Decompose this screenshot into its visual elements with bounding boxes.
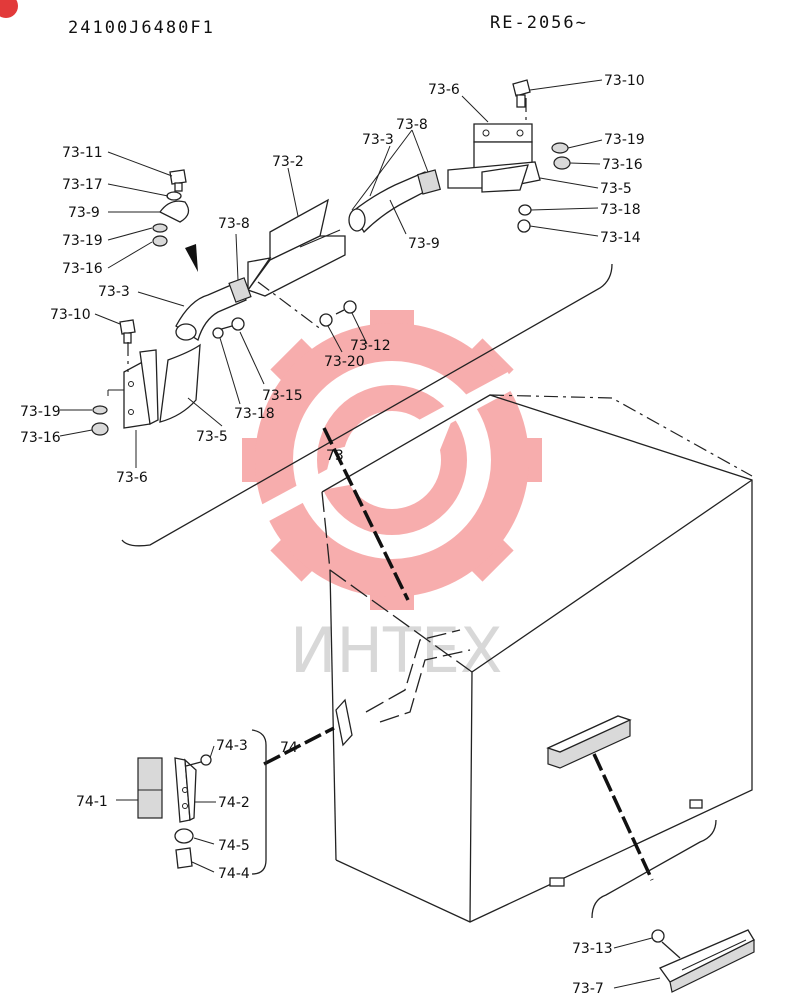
part-74-3-screw [185, 754, 212, 767]
watermark-gear-logo [242, 310, 542, 610]
label-73-16-right: 73-16 [602, 157, 643, 173]
label-73-9-right: 73-9 [408, 236, 440, 252]
label-73-8-mid: 73-8 [218, 216, 250, 232]
part-73-17-washer [166, 191, 182, 201]
label-73-14: 73-14 [600, 230, 641, 246]
bracket-73-7 [591, 819, 717, 919]
label-73-7: 73-7 [572, 981, 604, 997]
label-73-19-bl: 73-19 [20, 404, 61, 420]
label-74-4: 74-4 [218, 866, 250, 882]
part-73-7-handle [659, 929, 755, 993]
corner-logo-icon [0, 0, 18, 18]
label-73-8-top: 73-8 [396, 117, 428, 133]
part-74-4-bolt [175, 847, 193, 869]
label-73-3-left: 73-3 [98, 284, 130, 300]
leader-74 [263, 726, 335, 766]
part-number: 24100J6480F1 [68, 18, 215, 38]
label-73-15: 73-15 [262, 388, 303, 404]
leader-lines [59, 79, 661, 989]
label-73-2: 73-2 [272, 154, 304, 170]
leader-73-7 [592, 753, 654, 881]
label-73-19-right: 73-19 [604, 132, 645, 148]
part-73-16-nut-right [553, 156, 571, 170]
label-73-20: 73-20 [324, 354, 365, 370]
part-73-3-hose-left [175, 244, 252, 342]
leader-73 [322, 427, 410, 601]
part-74-5-washer [174, 828, 194, 844]
part-73-3-hose-upper [348, 169, 442, 234]
part-73-12-screw [335, 300, 357, 315]
part-73-18-washer-left [212, 327, 224, 339]
label-73-3-top: 73-3 [362, 132, 394, 148]
part-73-15-screw [217, 317, 245, 331]
label-73-11: 73-11 [62, 145, 103, 161]
label-74-3: 74-3 [216, 738, 248, 754]
label-73-16-left: 73-16 [62, 261, 103, 277]
label-73-12: 73-12 [350, 338, 391, 354]
label-73-6-bl: 73-6 [116, 470, 148, 486]
label-73-9-left: 73-9 [68, 205, 100, 221]
part-73-20-washer [319, 313, 333, 327]
label-73-18-right: 73-18 [600, 202, 641, 218]
label-73-13: 73-13 [572, 941, 613, 957]
label-73-16-bl: 73-16 [20, 430, 61, 446]
part-73-19-washer-left [152, 223, 168, 233]
cabinet-body [321, 394, 753, 923]
part-73-16-nut-left [152, 235, 168, 247]
part-73-9-clamp-left [159, 200, 190, 223]
label-74: 74 [280, 740, 298, 756]
part-73-14-screw [517, 219, 531, 233]
label-74-1: 74-1 [76, 794, 108, 810]
part-74-2-bracket [174, 757, 197, 823]
part-73-5-guard-left [159, 343, 201, 423]
part-73-10-bolt-top [512, 79, 531, 108]
assembly-axis [257, 281, 323, 331]
part-73-18-washer-right [518, 204, 532, 216]
label-74-2: 74-2 [218, 795, 250, 811]
label-73-6-top: 73-6 [428, 82, 460, 98]
part-73-6-bracket-upper [447, 123, 541, 193]
bracket-74 [251, 729, 267, 875]
watermark-text: ИНТЕХ [290, 614, 503, 687]
part-73-19-washer-right [551, 142, 569, 154]
label-73-10-left: 73-10 [50, 307, 91, 323]
part-73-16-nut-bl [91, 422, 109, 436]
part-73-13-screw [651, 929, 681, 959]
label-73-19-left: 73-19 [62, 233, 103, 249]
label-73-5-right: 73-5 [600, 181, 632, 197]
part-73-19-washer-bl [92, 405, 108, 415]
label-73: 73 [326, 448, 344, 464]
label-73-18-left: 73-18 [234, 406, 275, 422]
part-73-2-chute [246, 198, 346, 297]
part-73-6-bracket-left [123, 349, 159, 429]
assembly-boundary [121, 263, 613, 547]
label-74-5: 74-5 [218, 838, 250, 854]
part-73-11-bolt [169, 169, 187, 192]
serial-range: RE-2056~ [490, 13, 588, 33]
label-73-10-top: 73-10 [604, 73, 645, 89]
part-73-10-bolt-left [119, 319, 136, 344]
label-73-17: 73-17 [62, 177, 103, 193]
label-73-5-left: 73-5 [196, 429, 228, 445]
part-74-1-magnet [137, 757, 163, 819]
